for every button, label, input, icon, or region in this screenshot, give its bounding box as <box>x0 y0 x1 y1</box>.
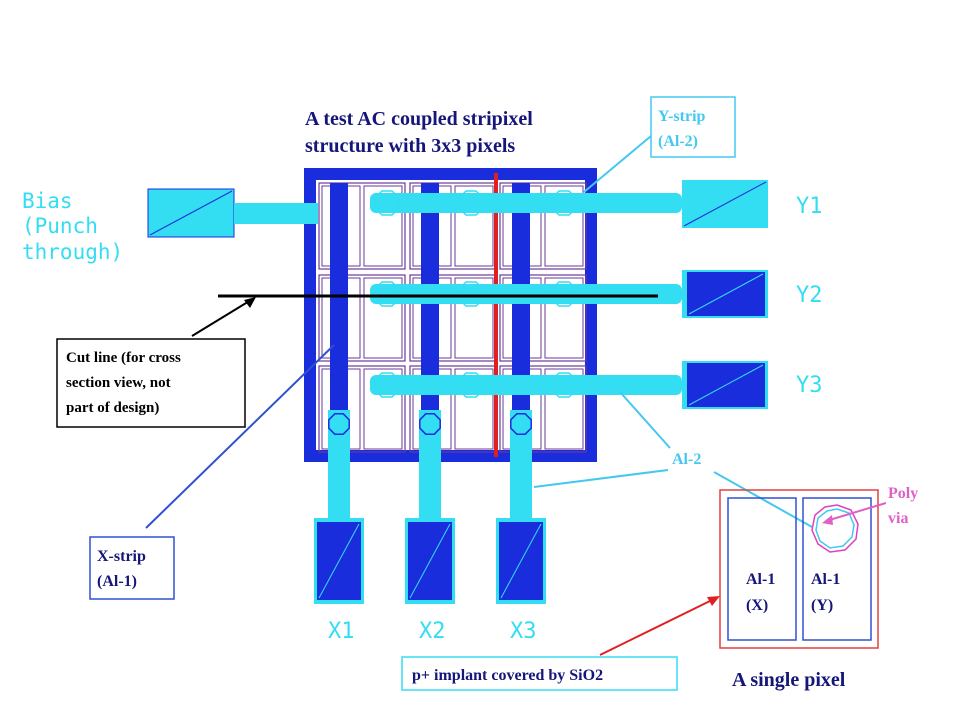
cutline-box <box>56 338 246 428</box>
xstrip-callout: X-strip (Al-1) <box>89 344 335 600</box>
x-strip-extension <box>419 410 441 522</box>
pixel-subcell-y <box>544 185 584 267</box>
y-strip-bar <box>370 284 682 304</box>
y-pads <box>682 180 768 409</box>
title-line-2: structure with 3x3 pixels <box>305 135 515 157</box>
poly-via-arrow <box>825 502 887 522</box>
cut-red-line <box>494 173 498 457</box>
pixel-cell-outline <box>499 365 587 453</box>
y-strip-via <box>551 190 577 216</box>
ystrip-line-2: (Al-2) <box>658 133 698 150</box>
xstrip-line-2: (Al-1) <box>97 573 137 590</box>
y1-label: Y1 <box>796 194 823 219</box>
pixel-al1-x <box>727 497 797 641</box>
pixel-array <box>304 168 682 462</box>
x-strips-al1 <box>330 183 530 433</box>
pixel-subcell-y <box>363 277 403 359</box>
al2-label: Al-2 <box>672 451 701 468</box>
al1x-line-1: Al-1 <box>746 571 775 588</box>
pixel-cell-outline <box>499 182 587 270</box>
y-strips-al2 <box>370 190 682 398</box>
al1x-line-2: (X) <box>746 597 768 614</box>
xstrip-line-1: X-strip <box>97 548 146 565</box>
al2-arrow-1 <box>619 391 671 449</box>
x-pad-diagonal <box>409 523 451 599</box>
bias-pad-block <box>147 188 235 238</box>
pixel-subcell-y <box>544 277 584 359</box>
pixel-outer-red <box>719 489 879 649</box>
implant-box <box>401 656 678 691</box>
ystrip-line-1: Y-strip <box>658 108 706 125</box>
x-strip-via <box>328 413 350 435</box>
cutline-line-3: part of design) <box>66 400 159 416</box>
y-strip-via <box>458 190 484 216</box>
poly-via-line-1: Poly <box>888 485 918 502</box>
ystrip-box <box>650 96 736 158</box>
pixel-subcell-y <box>363 185 403 267</box>
x-strip-via <box>510 413 532 435</box>
pixel-subcell-y <box>454 368 494 450</box>
implant-arrow <box>599 599 713 656</box>
al2-callout: Al-2 <box>533 391 813 528</box>
x-pad-diagonal <box>318 523 360 599</box>
y-strip-via <box>374 281 400 307</box>
y-strip-via <box>458 281 484 307</box>
x-strip-bar <box>330 183 348 433</box>
pixel-via-outer <box>811 504 859 553</box>
bias-connector <box>234 203 318 224</box>
implant-callout: p+ implant covered by SiO2 <box>401 596 720 691</box>
cutline-arrow <box>191 299 252 337</box>
pixel-cell-outline <box>499 274 587 362</box>
pixel-via-inner <box>815 508 855 549</box>
pixel-subcell-y <box>454 185 494 267</box>
y-strip-via <box>551 372 577 398</box>
pixel-cell-outline <box>318 182 406 270</box>
cutline-callout: Cut line (for cross section view, not pa… <box>56 297 256 428</box>
pixel-subcell-y <box>454 277 494 359</box>
y-strip-via <box>551 281 577 307</box>
bias-label-3: through) <box>22 240 123 264</box>
pixel-subcell-y <box>363 368 403 450</box>
al1y-line-1: Al-1 <box>811 571 840 588</box>
pixel-cell-outline <box>318 365 406 453</box>
pixel-subcell-y <box>544 368 584 450</box>
poly-via-line-2: via <box>888 510 908 527</box>
x2-label: X2 <box>419 619 446 644</box>
single-pixel-detail: Al-1 (X) Al-1 (Y) Poly via A single pixe… <box>719 485 918 691</box>
y2-label: Y2 <box>796 283 823 308</box>
bias-label-2: (Punch <box>22 214 98 238</box>
bias-label-1: Bias <box>22 189 73 213</box>
ystrip-arrow <box>583 135 652 193</box>
x1-label: X1 <box>328 619 355 644</box>
al1y-line-2: (Y) <box>811 597 833 614</box>
xstrip-arrow <box>145 344 335 529</box>
x-strip-extension <box>328 410 350 522</box>
y-strip-via <box>374 190 400 216</box>
x-pad-diagonal <box>500 523 542 599</box>
cutline-line-1: Cut line (for cross <box>66 350 181 366</box>
cutline-line-2: section view, not <box>66 375 171 391</box>
x-strip-extension <box>510 410 532 522</box>
y-strip-bar <box>370 375 682 395</box>
pixel-cell-outline <box>318 274 406 362</box>
xstrip-box <box>89 536 175 600</box>
single-pixel-label: A single pixel <box>732 669 846 691</box>
y-strip-bar <box>370 193 682 213</box>
x-strip-via <box>419 413 441 435</box>
x-pads <box>314 410 546 604</box>
al2-arrow-2 <box>533 469 669 488</box>
x-strip-bar <box>512 183 530 433</box>
pixel-al1-y <box>802 497 872 641</box>
x3-label: X3 <box>510 619 537 644</box>
bias-pad <box>147 188 318 238</box>
implant-label: p+ implant covered by SiO2 <box>412 667 603 684</box>
x-strip-bar <box>421 183 439 433</box>
ystrip-callout: Y-strip (Al-2) <box>583 96 736 193</box>
y-strip-via <box>458 372 484 398</box>
y3-label: Y3 <box>796 373 823 398</box>
y-strip-via <box>374 372 400 398</box>
title-line-1: A test AC coupled stripixel <box>305 108 533 130</box>
